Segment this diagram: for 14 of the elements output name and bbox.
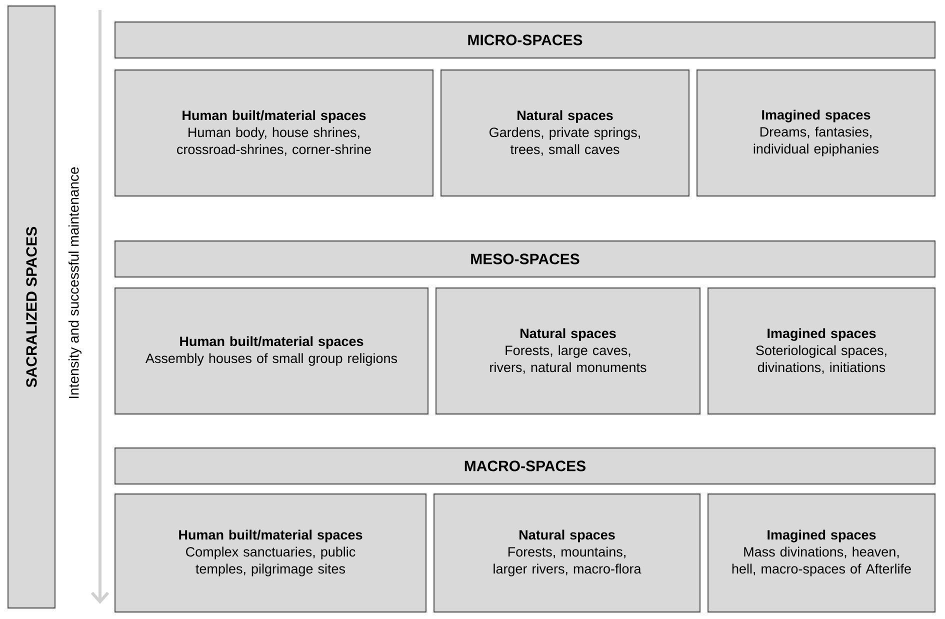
side-band: SACRALIZED SPACES — [8, 6, 56, 608]
category-box: Natural spaces Forests, mountains, larger rivers, macro-flora — [434, 494, 700, 612]
category-box: Natural spaces Forests, large caves, rivers, natural monuments — [436, 288, 700, 414]
category-box: Imagined spaces Dreams, fantasies, individual epiphanies — [696, 70, 936, 196]
level-band: MICRO-SPACES — [114, 22, 936, 58]
level-band: MACRO-SPACES — [114, 448, 936, 484]
axis-label: Intensity and successful maintenance — [68, 167, 82, 398]
category-box: Imagined spaces Soteriological spaces, divinations, initiations — [708, 288, 936, 414]
category-box: Human built/material spaces Assembly houses of small group religions — [114, 288, 428, 414]
level-band: MESO-SPACES — [114, 240, 936, 278]
category-box: Imagined spaces Mass divinations, heaven, hell, macro-spaces of Afterlife — [708, 494, 936, 612]
category-box: Human built/material spaces Complex sanctuaries, public temples, pilgrimage sites — [114, 494, 426, 612]
category-box: Human built/material spaces Human body, house shrines, crossroad-shrines, corner-shrine — [114, 70, 434, 196]
category-box: Natural spaces Gardens, private springs, trees, small caves — [440, 70, 690, 196]
